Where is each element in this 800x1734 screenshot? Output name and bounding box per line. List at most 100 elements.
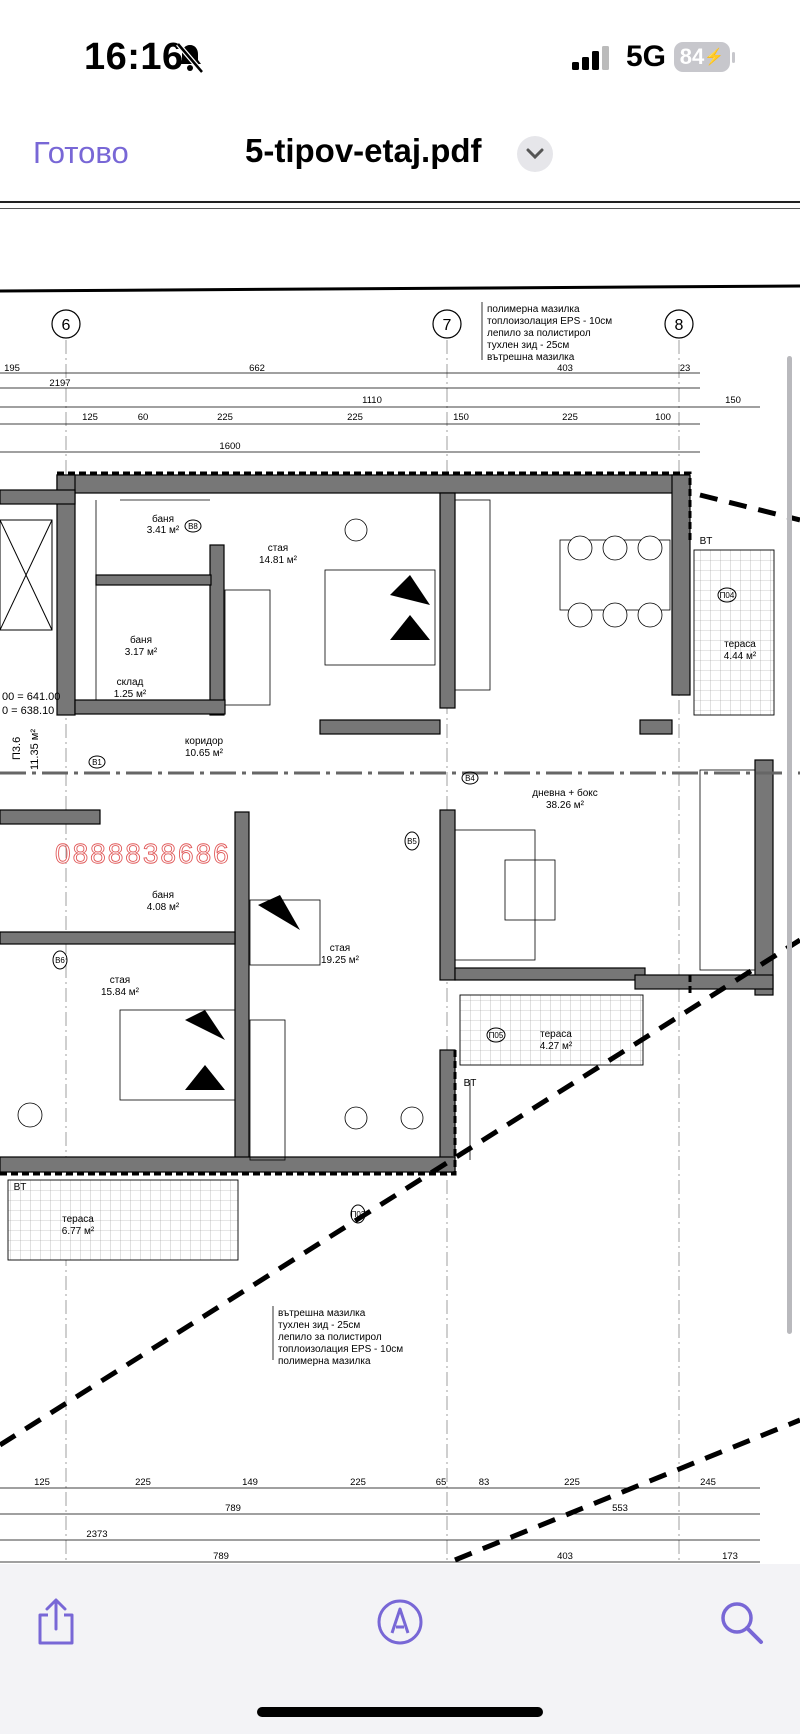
network-type: 5G bbox=[626, 40, 667, 73]
clock: 16:16 bbox=[84, 36, 184, 78]
dimension-label: 125 bbox=[82, 412, 98, 423]
level-label: 0 = 638.10 bbox=[2, 705, 54, 717]
room-area: 19.25 м² bbox=[321, 955, 360, 966]
layer-note: полимерна мазилка bbox=[487, 304, 580, 315]
dimension-label: 225 bbox=[347, 412, 363, 423]
top-rule-thin bbox=[0, 208, 800, 209]
title-menu-button[interactable] bbox=[517, 136, 553, 172]
layer-note: лепило за полистирол bbox=[278, 1332, 382, 1343]
done-button[interactable]: Готово bbox=[33, 135, 129, 170]
room-area: 38.26 м² bbox=[546, 800, 585, 811]
room-area: 4.44 м² bbox=[724, 651, 757, 662]
battery-icon: 84⚡ bbox=[674, 42, 730, 72]
tag: B1 bbox=[92, 758, 102, 767]
layer-note: тухлен зид - 25см bbox=[487, 340, 569, 351]
dimension-label: 1110 bbox=[362, 395, 382, 406]
dimension-label: 225 bbox=[350, 1477, 366, 1488]
layer-note: вътрешна мазилка bbox=[278, 1308, 366, 1319]
room-name: коридор bbox=[185, 736, 224, 747]
dimension-label: 1600 bbox=[219, 441, 240, 452]
dimension-label: 662 bbox=[249, 363, 265, 374]
level-notes: 00 = 641.00 0 = 638.10 П3.6 11.35 м² bbox=[2, 691, 60, 770]
search-button[interactable] bbox=[711, 1592, 771, 1652]
search-icon bbox=[721, 1602, 763, 1644]
floor-plan[interactable]: 6 7 8 полимерна мазилка топлоизолация EP… bbox=[0, 210, 800, 1564]
dimension-label: 225 bbox=[562, 412, 578, 423]
dimension-label: 403 bbox=[557, 363, 573, 374]
nav-bar: Готово 5-tipov-etaj.pdf bbox=[0, 118, 800, 204]
bell-slash-icon bbox=[176, 42, 204, 74]
scroll-indicator[interactable] bbox=[787, 356, 792, 1334]
chevron-down-icon bbox=[526, 148, 544, 160]
terraces bbox=[7, 549, 775, 1261]
signal-icon bbox=[572, 46, 609, 70]
room-area: 4.27 м² bbox=[540, 1041, 573, 1052]
top-dimensions bbox=[0, 372, 760, 453]
dimension-label: 245 bbox=[700, 1477, 716, 1488]
markup-button[interactable] bbox=[370, 1592, 430, 1652]
dimension-label: 225 bbox=[135, 1477, 151, 1488]
stair-label: П3.6 bbox=[11, 737, 23, 760]
room-name: тераса bbox=[540, 1029, 572, 1040]
layer-note: тухлен зид - 25см bbox=[278, 1320, 360, 1331]
bottom-toolbar bbox=[0, 1564, 800, 1734]
room-name: баня bbox=[152, 889, 174, 901]
axis-label: 8 bbox=[675, 317, 684, 334]
room-area: 4.08 м² bbox=[147, 902, 180, 913]
insulation-outline bbox=[0, 471, 692, 1176]
dimension-label: 173 bbox=[722, 1551, 738, 1562]
tag: BT bbox=[14, 1182, 27, 1193]
axis-label: 6 bbox=[62, 317, 71, 334]
room-area: 1.25 м² bbox=[114, 689, 147, 700]
chairs bbox=[17, 518, 663, 1130]
dimension-label: 403 bbox=[557, 1551, 573, 1562]
dimension-label: 789 bbox=[225, 1503, 241, 1514]
dimension-label: 789 bbox=[213, 1551, 229, 1562]
dimension-label: 23 bbox=[680, 363, 691, 374]
dimension-label: 195 bbox=[4, 363, 20, 374]
element-tags: B8 B1 B4 B5 B6 П04 П05 П03 BT BT BT bbox=[14, 519, 737, 1224]
room-area: 14.81 м² bbox=[259, 555, 298, 566]
dimension-label: 60 bbox=[138, 412, 149, 423]
tag: B4 bbox=[465, 774, 475, 783]
layer-note: полимерна мазилка bbox=[278, 1356, 371, 1367]
room-name: стая bbox=[110, 975, 130, 986]
stair-shaft bbox=[0, 519, 53, 631]
room-name: баня bbox=[152, 513, 174, 525]
share-button[interactable] bbox=[26, 1592, 86, 1652]
tag: П05 bbox=[489, 1031, 504, 1040]
pdf-page[interactable]: 6 7 8 полимерна мазилка топлоизолация EP… bbox=[0, 210, 800, 1564]
room-area: 15.84 м² bbox=[101, 987, 140, 998]
bottom-dimension-labels: 125 225 149 225 65 83 225 245 789 553 23… bbox=[34, 1477, 738, 1562]
room-labels: баня 3.41 м² стая 14.81 м² баня 3.17 м² … bbox=[62, 513, 757, 1237]
layer-note: вътрешна мазилка bbox=[487, 352, 575, 363]
room-name: баня bbox=[130, 634, 152, 646]
share-icon bbox=[38, 1598, 74, 1645]
tag: B6 bbox=[55, 956, 65, 965]
document-title[interactable]: 5-tipov-etaj.pdf bbox=[245, 132, 482, 169]
level-label: 00 = 641.00 bbox=[2, 691, 60, 703]
layer-note: топлоизолация EPS - 10см bbox=[278, 1344, 403, 1355]
room-name: стая bbox=[330, 943, 350, 954]
dimension-label: 149 bbox=[242, 1477, 258, 1488]
room-name: склад bbox=[117, 677, 144, 688]
battery-tip bbox=[732, 52, 735, 63]
tag: BT bbox=[700, 536, 713, 547]
home-indicator[interactable] bbox=[257, 1707, 543, 1717]
layer-note: лепило за полистирол bbox=[487, 328, 591, 339]
watermark: 0888838686 bbox=[55, 838, 231, 869]
room-name: тераса bbox=[724, 639, 756, 650]
tag: П03 bbox=[351, 1210, 366, 1219]
tag: П04 bbox=[720, 591, 735, 600]
dimension-label: 65 bbox=[436, 1477, 447, 1488]
stair-label: 11.35 м² bbox=[29, 729, 41, 770]
room-name: тераса bbox=[62, 1214, 94, 1225]
room-area: 3.41 м² bbox=[147, 525, 180, 536]
markup-icon bbox=[377, 1599, 423, 1645]
layer-notes-top: полимерна мазилка топлоизолация EPS - 10… bbox=[481, 302, 612, 363]
dimension-label: 150 bbox=[725, 395, 741, 406]
layer-notes-bottom: вътрешна мазилка тухлен зид - 25см лепил… bbox=[272, 1306, 403, 1367]
room-area: 3.17 м² bbox=[125, 647, 158, 658]
dimension-label: 225 bbox=[564, 1477, 580, 1488]
room-name: стая bbox=[268, 543, 288, 554]
